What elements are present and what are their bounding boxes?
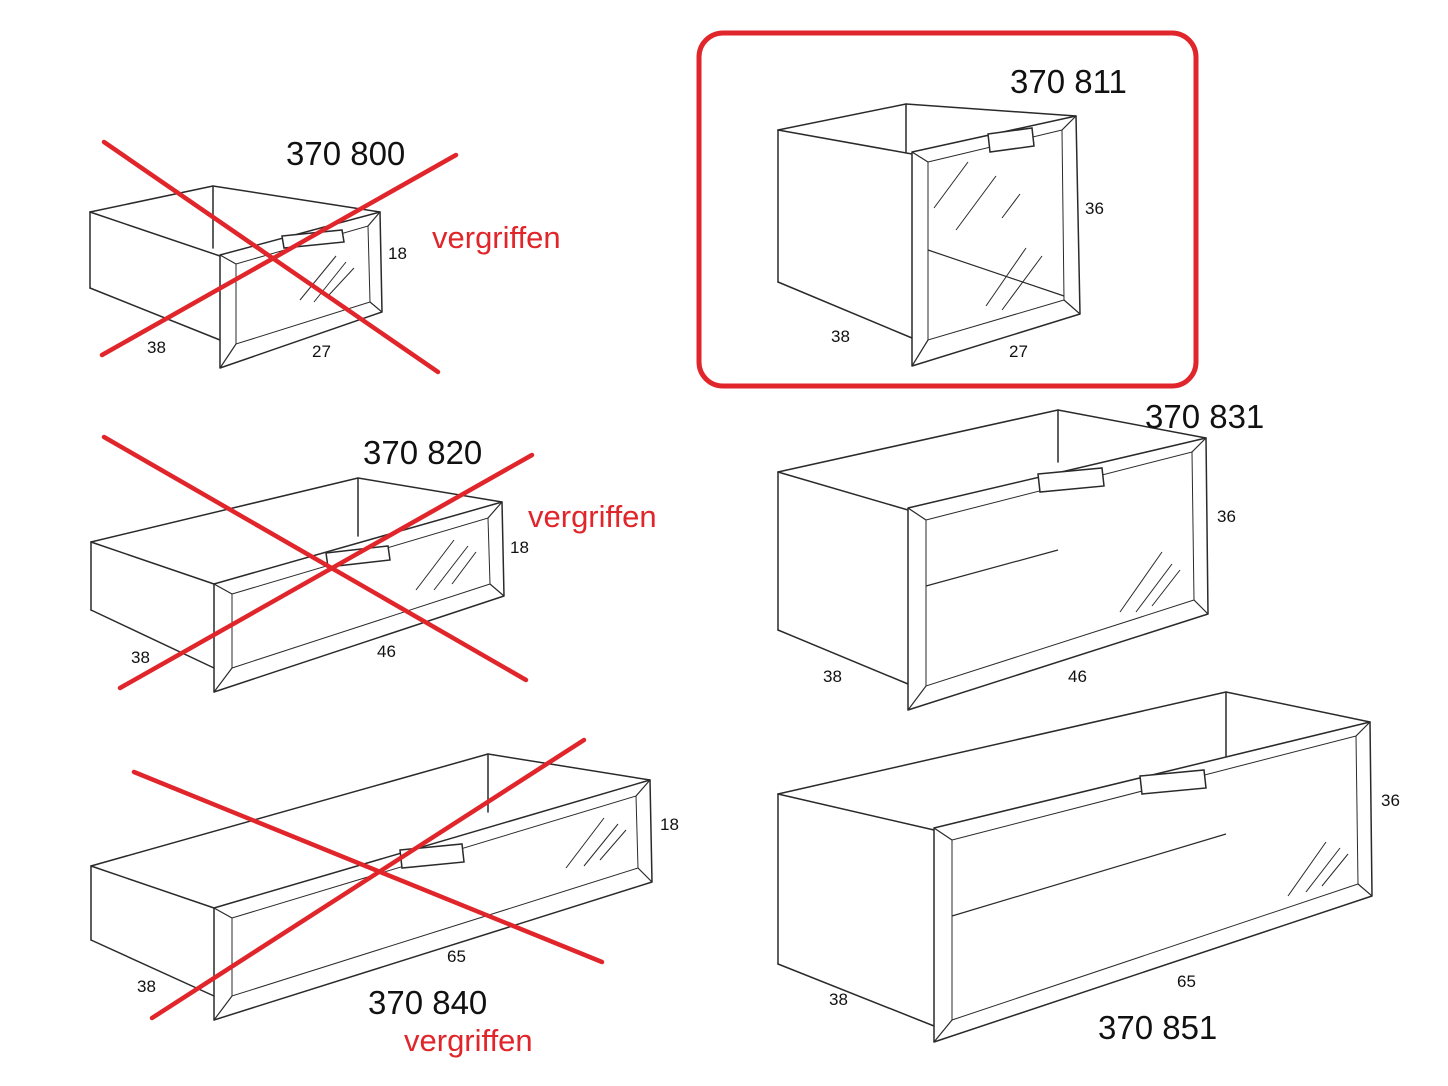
drawer-drawing [777, 409, 1209, 711]
drawer-item-370-800: 370 800 18 38 27 vergriffen [89, 135, 561, 375]
drawer-item-370-840: 370 840 18 38 65 vergriffen [90, 737, 679, 1058]
drawer-drawing [90, 477, 505, 693]
height-label: 36 [1217, 507, 1236, 526]
width-label: 27 [312, 342, 331, 361]
item-code: 370 840 [368, 984, 487, 1021]
item-code: 370 811 [1010, 63, 1127, 100]
depth-label: 38 [137, 977, 156, 996]
depth-label: 38 [131, 648, 150, 667]
drawer-item-370-811: 370 811 36 38 27 [696, 30, 1199, 389]
drawer-item-370-820: 370 820 18 38 46 vergriffen [90, 434, 657, 693]
status-label: vergriffen [432, 220, 561, 255]
width-label: 65 [1177, 972, 1196, 991]
unavailable-cross [101, 434, 535, 691]
width-label: 46 [377, 642, 396, 661]
status-label: vergriffen [404, 1023, 533, 1058]
drawer-drawing [90, 753, 653, 1021]
depth-label: 38 [823, 667, 842, 686]
width-label: 27 [1009, 342, 1028, 361]
item-code: 370 820 [363, 434, 482, 471]
status-label: vergriffen [528, 499, 657, 534]
depth-label: 38 [147, 338, 166, 357]
unavailable-cross [131, 737, 605, 1021]
height-label: 36 [1085, 199, 1104, 218]
width-label: 46 [1068, 667, 1087, 686]
item-code: 370 851 [1098, 1009, 1217, 1046]
item-code: 370 831 [1145, 398, 1264, 435]
width-label: 65 [447, 947, 466, 966]
height-label: 18 [388, 244, 407, 263]
height-label: 18 [660, 815, 679, 834]
depth-label: 38 [829, 990, 848, 1009]
height-label: 18 [510, 538, 529, 557]
height-label: 36 [1381, 791, 1400, 810]
unavailable-cross [99, 139, 459, 375]
drawer-item-370-851: 370 851 36 38 65 [777, 691, 1400, 1046]
drawer-drawing [777, 691, 1373, 1043]
selection-highlight [696, 30, 1199, 389]
item-code: 370 800 [286, 135, 405, 172]
drawer-drawing [777, 103, 1081, 367]
drawer-item-370-831: 370 831 36 38 46 [777, 398, 1264, 711]
depth-label: 38 [831, 327, 850, 346]
